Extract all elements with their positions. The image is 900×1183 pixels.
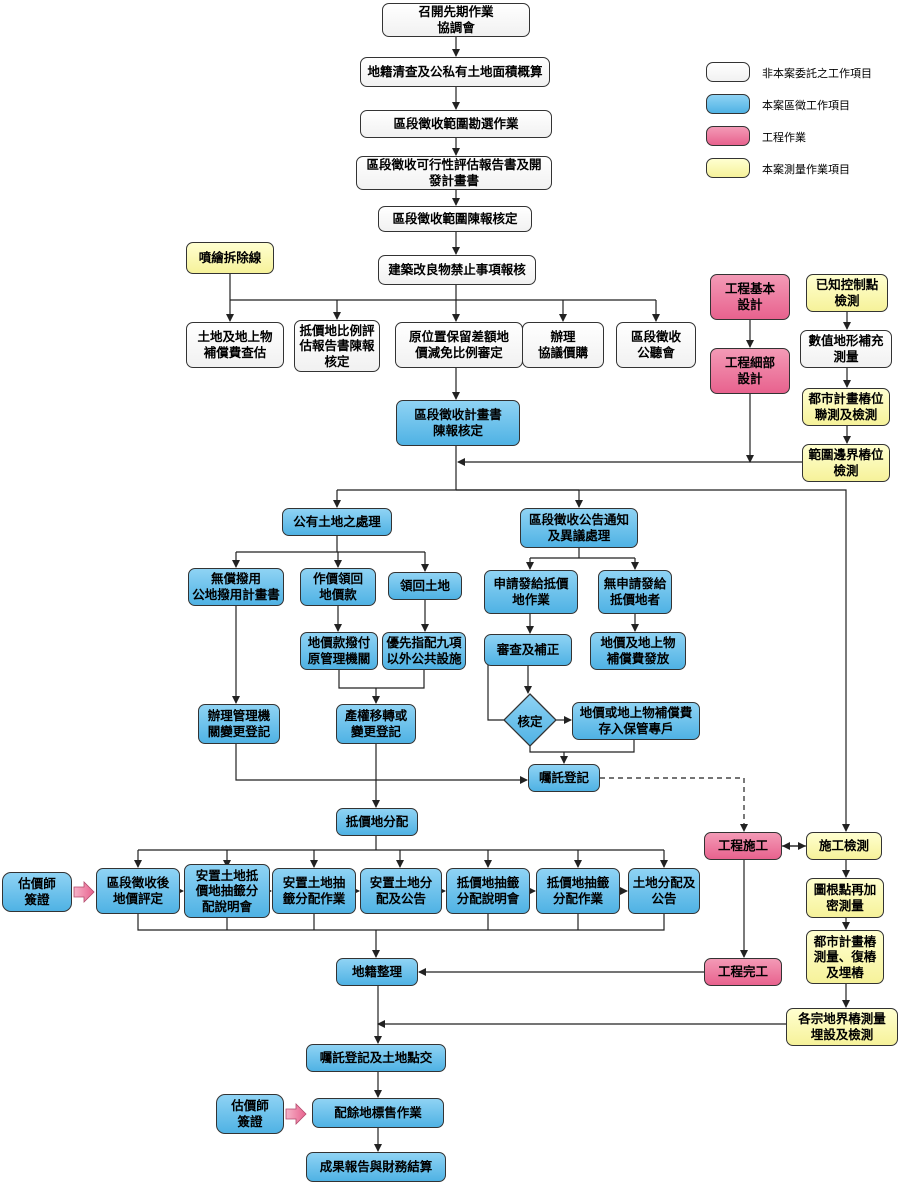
node-a2: 估價師 簽證	[216, 1094, 284, 1134]
node-n10: 原位置保留差額地 價減免比例審定	[395, 322, 523, 368]
node-s4: 範圍邊界樁位 檢測	[802, 444, 890, 482]
node-b2: 區段徵收公告通知 及異議處理	[520, 508, 638, 548]
node-b11: 無申請發給 抵價地者	[598, 570, 672, 614]
connector	[137, 914, 665, 931]
node-n12: 區段徵收 公聽會	[616, 322, 696, 368]
connector	[529, 740, 635, 753]
node-b13: 地價及地上物 補償費發放	[590, 632, 686, 670]
node-s5: 施工檢測	[806, 832, 882, 860]
node-b3: 無償撥用 公地撥用計畫書	[188, 568, 284, 606]
node-s8: 各宗地界樁測量 埋設及檢測	[786, 1008, 898, 1046]
legend-label: 工程作業	[762, 131, 806, 144]
node-d2: 囑託登記及土地點交	[306, 1044, 446, 1072]
node-n5: 區段徵收範圍陳報核定	[378, 206, 532, 232]
connector	[235, 744, 528, 784]
node-b14: 核定	[517, 713, 543, 729]
node-n3: 區段徵收範圍勘選作業	[360, 110, 552, 138]
decision-diamond	[503, 693, 557, 747]
node-b5: 領回土地	[388, 572, 462, 600]
node-c2: 區段徵收後 地價評定	[96, 868, 180, 914]
node-n13: 區段徵收計畫書 陳報核定	[396, 400, 520, 446]
node-c5: 安置土地分 配及公告	[360, 868, 442, 914]
node-s6: 圖根點再加 密測量	[806, 878, 884, 918]
node-b7: 優先指配九項 以外公共設施	[382, 632, 466, 670]
node-e3: 工程施工	[704, 832, 782, 860]
node-d4: 成果報告與財務結算	[306, 1152, 446, 1182]
appraiser-arrow-icon	[73, 881, 95, 903]
legend-swatch	[706, 158, 750, 178]
connector	[456, 489, 850, 832]
node-s3: 都市計畫樁位 聯測及檢測	[802, 388, 890, 426]
connector	[338, 670, 425, 689]
node-c3: 安置土地抵 價地抽籤分 配說明會	[184, 864, 270, 918]
node-d3: 配餘地標售作業	[312, 1098, 444, 1128]
legend-label: 本案測量作業項目	[762, 163, 850, 176]
node-s1: 已知控制點 檢測	[806, 274, 888, 312]
node-n8: 土地及地上物 補償費查估	[186, 322, 284, 368]
legend-swatch	[706, 62, 750, 82]
node-a1: 估價師 簽證	[2, 872, 72, 912]
node-c1: 抵價地分配	[336, 808, 418, 836]
node-s2: 數值地形補充 測量	[800, 330, 892, 368]
node-c6: 抵價地抽籤 分配說明會	[446, 868, 530, 914]
node-b8: 辦理管理機 關變更登記	[198, 704, 280, 744]
node-s7: 都市計畫樁 測量、復樁 及埋樁	[806, 930, 884, 984]
node-b1: 公有土地之處理	[282, 508, 392, 536]
connector	[457, 458, 848, 482]
node-n4: 區段徵收可行性評估報告書及開 發計畫書	[356, 156, 552, 190]
legend-swatch	[706, 126, 750, 146]
connector	[600, 777, 748, 832]
appraiser-arrow-icon	[285, 1103, 307, 1125]
node-b9: 產權移轉或 變更登記	[336, 704, 416, 744]
node-e2: 工程細部 設計	[710, 348, 790, 394]
legend-label: 非本案委託之工作項目	[762, 67, 872, 80]
node-b15: 地價或地上物補償費 存入保管專戶	[572, 702, 700, 740]
node-b4: 作價領回 地價款	[300, 568, 376, 606]
node-c4: 安置土地抽 籤分配作業	[272, 868, 356, 914]
node-n11: 辦理 協議價購	[522, 322, 604, 368]
node-b16: 囑託登記	[528, 764, 600, 792]
node-e4: 工程完工	[704, 958, 782, 986]
legend-label: 本案區徵工作項目	[762, 99, 850, 112]
node-e1: 工程基本 設計	[710, 274, 790, 320]
node-n7: 噴繪拆除線	[186, 242, 274, 274]
node-n2: 地籍清查及公私有土地面積概算	[360, 57, 550, 87]
node-c7: 抵價地抽籤 分配作業	[536, 868, 620, 914]
node-n6: 建築改良物禁止事項報核	[378, 255, 536, 285]
node-b10: 申請發給抵價 地作業	[484, 570, 578, 614]
node-b6: 地價款撥付 原管理機關	[300, 632, 378, 670]
node-c8: 土地分配及 公告	[628, 868, 700, 914]
node-n1: 召開先期作業 協調會	[382, 3, 530, 37]
node-b12: 審查及補正	[484, 634, 572, 666]
node-n9: 抵價地比例評 估報告書陳報 核定	[294, 320, 380, 372]
node-d1: 地籍整理	[336, 958, 418, 986]
legend-swatch	[706, 94, 750, 114]
